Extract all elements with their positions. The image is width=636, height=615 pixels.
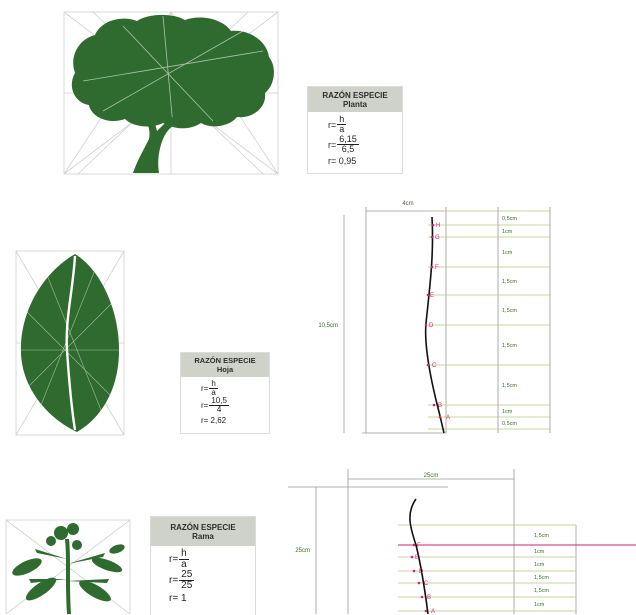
point-marker [426,293,430,297]
point-marker [424,609,428,613]
ratio-card-subtitle: Planta [342,100,367,110]
point-label: F [417,543,421,549]
tree-illustration [63,11,279,175]
ratio-card-title: RAZÓN ESPECIE [322,91,388,100]
rama-profile-curve [409,498,429,614]
point-label: C [432,363,437,369]
ratio-card-hoja-header: RAZÓN ESPECIE Hoja [181,353,269,378]
point-label: C [424,581,429,587]
point-label: F [435,265,439,271]
segment-label: 1,5cm [502,383,517,389]
segment-label: 0,5cm [502,216,517,222]
leaf-veins [21,269,119,421]
hoja-frame [343,207,551,434]
rama-measurement-diagram: 25cm 25cm 1,5cm 1cm 1cm 1,5cm 1,5cm 1cm FE DC B… [288,469,636,614]
ratio-card-subtitle: Rama [192,532,214,542]
ratio-result: r= 1 [169,593,187,605]
segment-label: 1,5cm [534,575,549,581]
hoja-measurement-diagram: 4cm 10,5cm 0,5cm 1cm 1cm 1,5cm 1,5cm 1,5cm 1,5… [318,201,551,434]
segment-label: 1,5cm [534,588,549,594]
ratio-card-planta-header: RAZÓN ESPECIE Planta [308,87,402,113]
branch-illustration [5,519,131,614]
leaf-illustration [15,250,125,436]
segment-label: 0,5cm [502,421,517,427]
ratio-card-rama-header: RAZÓN ESPECIE Rama [151,517,255,547]
point-marker [426,363,430,367]
point-label: E [430,293,434,299]
ratio-card-subtitle: Hoja [216,364,234,374]
point-marker [412,543,416,547]
point-label: E [415,555,419,561]
point-marker [438,415,442,419]
segment-label: 1cm [534,562,545,568]
segment-label: 1,5cm [502,308,517,314]
leaf-blade [20,254,120,432]
ratio-result: r= 0,95 [328,156,357,167]
segment-label: 1cm [502,229,513,235]
point-marker [417,581,421,585]
point-marker [430,235,434,239]
rama-width-label: 25cm [424,473,439,479]
point-label: D [429,323,434,329]
tree-trunk [133,111,185,173]
point-marker [410,555,414,559]
rama-height-label: 25cm [295,548,310,554]
segment-label: 1cm [534,602,545,608]
point-marker [431,223,435,227]
branch-foliage [12,523,125,614]
rama-frame [288,469,577,614]
point-marker [424,323,428,327]
point-marker [420,595,424,599]
point-label: A [446,415,450,421]
segment-label: 1cm [502,409,513,415]
ratio-card-title: RAZÓN ESPECIE [194,356,256,365]
segment-label: 1,5cm [502,343,517,349]
point-label: G [435,235,440,241]
point-label: A [431,609,435,614]
hoja-width-label: 4cm [402,201,413,207]
ratio-card-title: RAZÓN ESPECIE [170,523,236,532]
point-label: D [419,569,424,575]
segment-label: 1,5cm [502,279,517,285]
segment-label: 1cm [502,250,513,256]
tree-canopy [71,14,274,129]
point-marker [432,403,436,407]
point-marker [412,569,416,573]
point-label: B [427,595,431,601]
point-label: H [436,223,440,229]
tree-canopy-highlights [82,15,264,127]
point-marker [430,265,434,269]
segment-label: 1,5cm [534,533,549,539]
segment-label: 1cm [534,549,545,555]
hoja-height-label: 10,5cm [318,323,338,329]
point-label: B [438,403,442,409]
ratio-result: r= 2,62 [201,416,227,426]
